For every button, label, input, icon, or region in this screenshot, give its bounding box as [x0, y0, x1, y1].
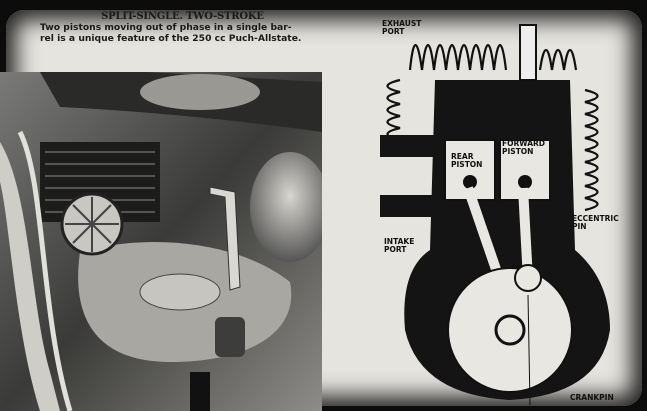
engine-photo [0, 72, 322, 411]
label-intake-port: INTAKE PORT [384, 237, 415, 254]
label-rear-piston: REAR PISTON [451, 152, 483, 169]
caption-line: Two pistons moving out of phase in a sin… [40, 22, 292, 33]
caption-line: rel is a unique feature of the 250 cc Pu… [40, 33, 302, 44]
engine-cutaway-diagram [380, 24, 610, 406]
label-forward-piston: FORWARD PISTON [502, 139, 546, 156]
label-eccentric-pin: ECCENTRIC PIN [572, 214, 619, 231]
caption: SPLIT-SINGLE. TWO-STROKE Two pistons mov… [40, 11, 325, 44]
caption-title: SPLIT-SINGLE. TWO-STROKE [101, 11, 264, 22]
label-exhaust-port: EXHAUST PORT [382, 19, 422, 36]
label-crankpin: CRANKPIN [570, 393, 614, 402]
